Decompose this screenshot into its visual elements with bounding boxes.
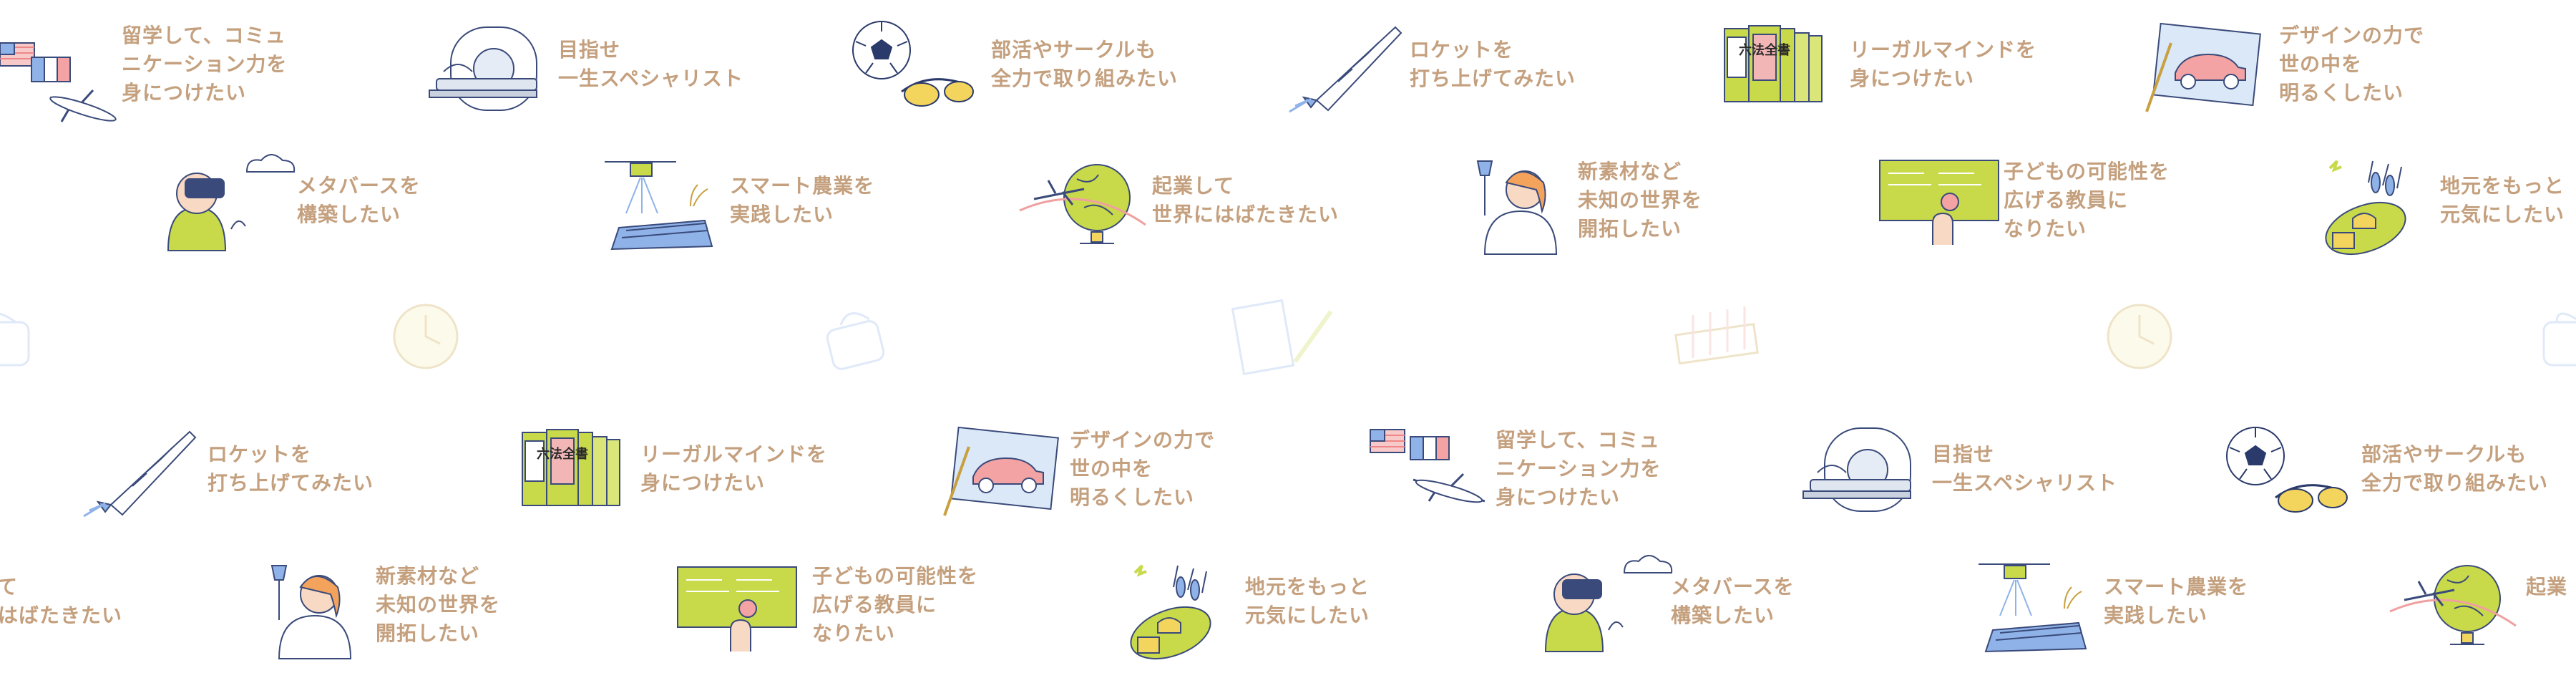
bag-icon [826, 312, 885, 370]
car-design-icon [2145, 22, 2261, 112]
bag-icon [2542, 312, 2576, 367]
caption-legal: リーガルマインドを 身につけたい [1850, 38, 2037, 90]
book-label-text: 六法全書 [1739, 42, 1790, 58]
local-food-icon [1130, 564, 1211, 660]
airplane-flags-icon [0, 42, 117, 122]
vr-headset-icon [1544, 555, 1673, 652]
law-books-icon: 六法全書 [1724, 25, 1823, 102]
book-label-text: 六法全書 [537, 446, 588, 462]
rocket-icon [1289, 26, 1402, 113]
vr-headset-icon [167, 154, 296, 251]
caption-teacher: 子どもの可能性を 広げる教員に なりたい [2004, 160, 2170, 241]
caption-teacher-2: 子どもの可能性を 広げる教員に なりたい [812, 564, 979, 645]
clock-icon [393, 304, 459, 369]
rocket-icon [83, 430, 197, 518]
caption-smart-farming-2: スマート農業を 実践したい [2104, 575, 2249, 627]
car-design-icon [943, 426, 1059, 516]
chalkboard-icon [1879, 160, 1999, 245]
mri-scanner-icon [1802, 427, 1911, 512]
caption-metaverse: メタバースを 構築したい [297, 174, 421, 226]
caption-startup: 起業して 世界にはばたきたい [1152, 174, 1340, 226]
caption-new-materials: 新素材など 未知の世界を 開拓したい [1578, 160, 1703, 241]
globe-airplane-icon [1019, 164, 1146, 244]
soccer-goggles-icon [2226, 427, 2348, 513]
caption-rocket-2: ロケットを 打ち上げてみたい [208, 442, 374, 495]
caption-club: 部活やサークルも 全力で取り組みたい [991, 38, 1179, 90]
caption-specialist-2: 目指せ 一生スペシャリスト [1932, 442, 2118, 495]
globe-airplane-icon [2389, 565, 2517, 645]
scientist-icon [270, 565, 352, 659]
caption-design: デザインの力で 世の中を 明るくしたい [2279, 24, 2425, 105]
caption-study-abroad-2: 留学して、コミュ ニケーション力を 身につけたい [1496, 428, 1662, 509]
caption-smart-farming: スマート農業を 実践したい [730, 174, 875, 226]
caption-rocket: ロケットを 打ち上げてみたい [1410, 38, 1576, 90]
caption-new-materials-2: 新素材など 未知の世界を 開拓したい [376, 564, 501, 645]
caption-club-2: 部活やサークルも 全力で取り組みたい [2361, 442, 2549, 495]
scientist-icon [1476, 160, 1558, 255]
caption-legal-2: リーガルマインドを 身につけたい [640, 442, 828, 495]
soccer-goggles-icon [852, 21, 974, 107]
caption-startup-2: 起業して 世界にはばたきたい [0, 575, 123, 627]
local-food-icon [2325, 160, 2406, 256]
test-tubes-icon [1674, 306, 1759, 365]
drone-farm-icon [605, 161, 713, 251]
caption-local-2: 地元をもっと 元気にしたい [1245, 575, 1370, 627]
caption-metaverse-2: メタバースを 構築したい [1671, 575, 1795, 627]
notebook-pencil-icon [1231, 299, 1333, 376]
clock-icon [2107, 304, 2172, 369]
chalkboard-icon [677, 566, 797, 652]
mri-scanner-icon [429, 26, 537, 111]
caption-study-abroad: 留学して、コミュ ニケーション力を 身につけたい [122, 24, 288, 105]
caption-design-2: デザインの力で 世の中を 明るくしたい [1070, 428, 1216, 509]
caption-startup-3: 起業 [2526, 575, 2568, 599]
law-books-icon: 六法全書 [522, 429, 620, 506]
caption-local: 地元をもっと 元気にしたい [2440, 174, 2565, 226]
bag-icon [0, 313, 30, 367]
airplane-flags-icon [1370, 429, 1485, 503]
caption-specialist: 目指せ 一生スペシャリスト [558, 38, 744, 90]
drone-farm-icon [1979, 563, 2087, 653]
